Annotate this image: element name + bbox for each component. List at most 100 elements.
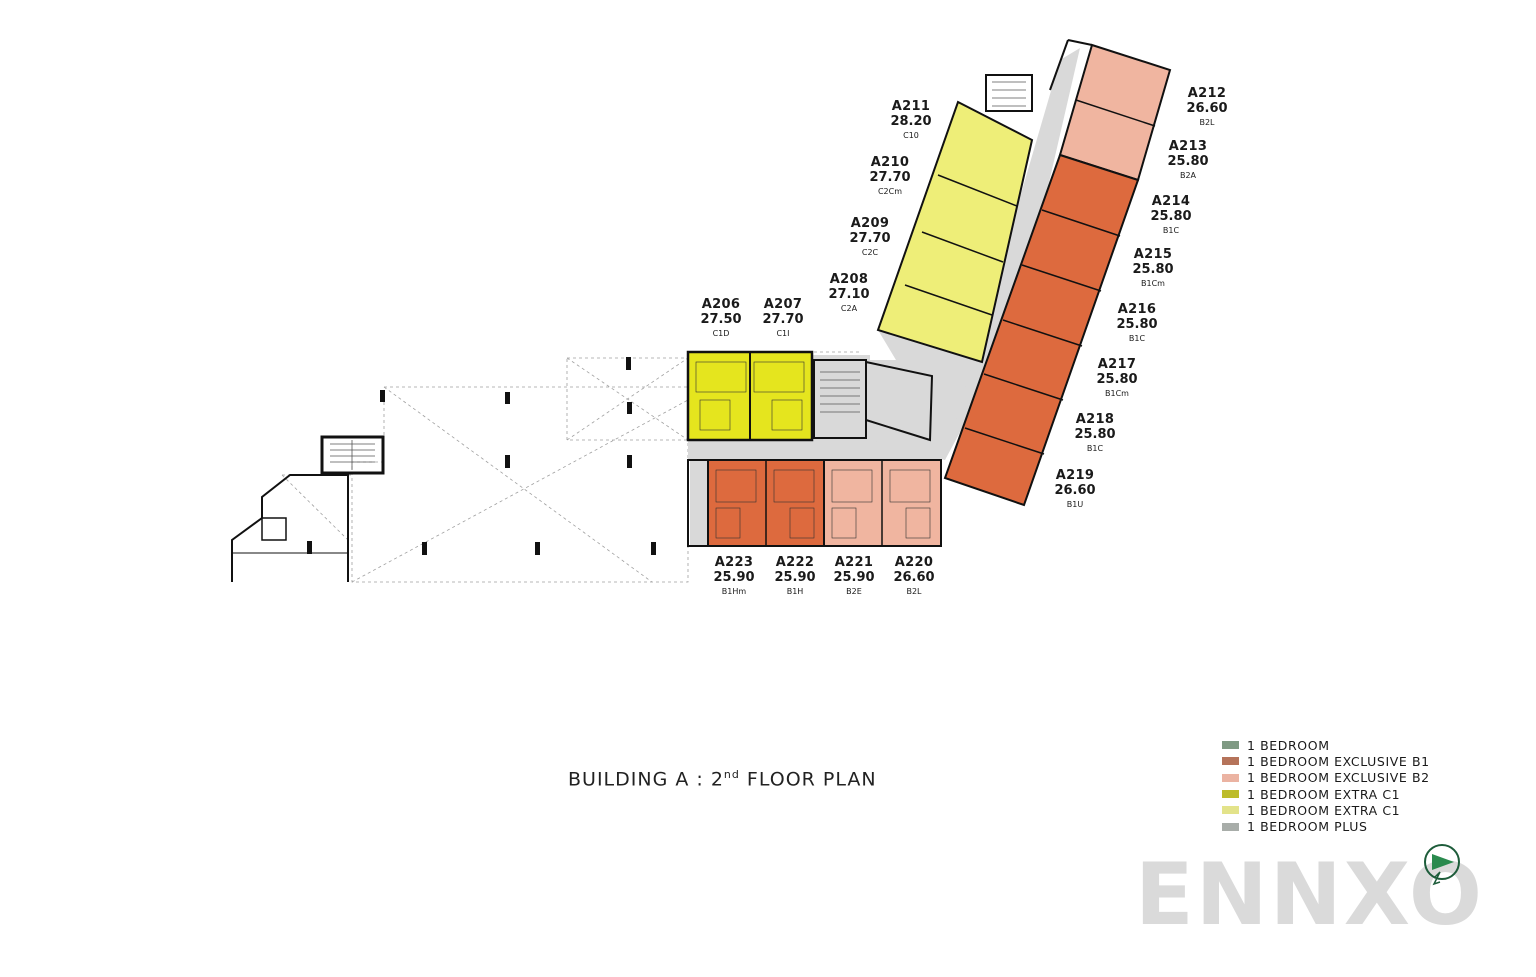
stair-treads bbox=[820, 81, 1026, 413]
unit-label-a212: A212 26.60 B2L bbox=[1162, 86, 1252, 127]
legend: 1 BEDROOM 1 BEDROOM EXCLUSIVE B1 1 BEDRO… bbox=[1222, 737, 1430, 835]
unit-code: A209 bbox=[850, 216, 890, 231]
unit-area: 26.60 bbox=[1186, 100, 1228, 116]
legend-label: 1 BEDROOM PLUS bbox=[1247, 819, 1368, 835]
unit-type: B1C bbox=[1128, 333, 1146, 343]
unit-code: A220 bbox=[894, 555, 934, 570]
unit-area: 25.80 bbox=[1096, 371, 1138, 387]
unit-label-a220: A220 26.60 B2L bbox=[869, 555, 959, 596]
legend-label: 1 BEDROOM EXTRA C1 bbox=[1247, 802, 1401, 818]
unit-code: A218 bbox=[1075, 412, 1115, 427]
unit-type: C2C bbox=[861, 247, 879, 257]
lift-core bbox=[813, 39, 1093, 442]
legend-swatch bbox=[1222, 757, 1239, 766]
interior-partitions bbox=[695, 361, 931, 539]
units-b1-tower bbox=[943, 153, 1140, 507]
structural-columns bbox=[307, 357, 656, 555]
unit-label-a223: A223 25.90 B1Hm bbox=[689, 555, 779, 596]
unit-label-a207: A207 27.70 C1I bbox=[738, 297, 828, 338]
unit-label-a218: A218 25.80 B1C bbox=[1050, 412, 1140, 453]
unit-type: C2A bbox=[840, 303, 858, 313]
unit-area: 25.80 bbox=[1074, 426, 1116, 442]
plan-title-prefix: BUILDING A : 2 bbox=[568, 768, 724, 791]
unit-type: B1Hm bbox=[721, 586, 747, 596]
legend-label: 1 BEDROOM bbox=[1247, 737, 1330, 753]
plan-title: BUILDING A : 2nd FLOOR PLAN bbox=[568, 768, 877, 790]
units-c1-pale bbox=[876, 100, 1034, 364]
unit-area: 25.80 bbox=[1167, 153, 1209, 169]
unit-label-a222: A222 25.90 B1H bbox=[750, 555, 840, 596]
plan-title-suffix: FLOOR PLAN bbox=[739, 768, 877, 791]
legend-swatch bbox=[1222, 806, 1239, 815]
north-arrow-icon bbox=[1424, 844, 1460, 886]
legend-swatch bbox=[1222, 822, 1239, 831]
bottom-left-wall bbox=[687, 459, 709, 547]
legend-swatch bbox=[1222, 773, 1239, 782]
unit-area: 25.80 bbox=[1132, 261, 1174, 277]
unit-label-a213: A213 25.80 B2A bbox=[1143, 139, 1233, 180]
legend-label: 1 BEDROOM EXCLUSIVE B2 bbox=[1247, 770, 1430, 786]
unit-label-a209: A209 27.70 C2C bbox=[825, 216, 915, 257]
legend-item: 1 BEDROOM EXTRA C1 bbox=[1222, 802, 1430, 818]
unit-type: B2L bbox=[1199, 117, 1215, 127]
unit-type: B1C bbox=[1162, 225, 1180, 235]
legend-item: 1 BEDROOM PLUS bbox=[1222, 818, 1430, 834]
unit-type: B1Cm bbox=[1141, 278, 1165, 288]
unit-area: 25.90 bbox=[833, 569, 875, 585]
unit-label-a206: A206 27.50 C1D bbox=[676, 297, 766, 338]
unit-type: B1Cm bbox=[1105, 388, 1129, 398]
unit-area: 25.80 bbox=[1116, 316, 1158, 332]
unit-code: A207 bbox=[763, 297, 803, 312]
unit-label-a215: A215 25.80 B1Cm bbox=[1108, 247, 1198, 288]
unit-area: 27.50 bbox=[700, 311, 742, 327]
unit-code: A215 bbox=[1133, 247, 1173, 262]
unit-area: 25.90 bbox=[713, 569, 755, 585]
units-b1-bottom bbox=[707, 459, 825, 547]
unit-label-a219: A219 26.60 B1U bbox=[1030, 468, 1120, 509]
unit-code: A216 bbox=[1117, 302, 1157, 317]
unit-code: A221 bbox=[834, 555, 874, 570]
unit-code: A222 bbox=[775, 555, 815, 570]
unit-type: B2E bbox=[846, 586, 862, 596]
legend-label: 1 BEDROOM EXTRA C1 bbox=[1247, 786, 1401, 802]
unit-area: 27.70 bbox=[849, 230, 891, 246]
unit-area: 27.70 bbox=[869, 169, 911, 185]
unit-type: B2L bbox=[906, 586, 922, 596]
legend-item: 1 BEDROOM EXCLUSIVE B2 bbox=[1222, 770, 1430, 786]
left-service-block bbox=[231, 435, 385, 582]
watermark: ENNXO bbox=[1135, 845, 1485, 945]
legend-item: 1 BEDROOM EXCLUSIVE B1 bbox=[1222, 753, 1430, 769]
unit-code: A217 bbox=[1097, 357, 1137, 372]
unit-area: 28.20 bbox=[890, 113, 932, 129]
unit-area: 27.10 bbox=[828, 286, 870, 302]
unit-type: C1I bbox=[776, 328, 790, 338]
unit-code: A208 bbox=[829, 272, 869, 287]
left-stair bbox=[330, 440, 375, 470]
unit-code: A214 bbox=[1151, 194, 1191, 209]
legend-label: 1 BEDROOM EXCLUSIVE B1 bbox=[1247, 753, 1430, 769]
units-c1-bright bbox=[686, 350, 814, 442]
unit-label-a211: A211 28.20 C10 bbox=[866, 99, 956, 140]
unit-type: C10 bbox=[903, 130, 919, 140]
legend-swatch bbox=[1222, 790, 1239, 799]
unit-code: A210 bbox=[870, 155, 910, 170]
unit-area: 25.80 bbox=[1150, 208, 1192, 224]
unit-type: B2A bbox=[1179, 170, 1197, 180]
unit-label-a216: A216 25.80 B1C bbox=[1092, 302, 1182, 343]
unit-label-a217: A217 25.80 B1Cm bbox=[1072, 357, 1162, 398]
legend-item: 1 BEDROOM bbox=[1222, 737, 1430, 753]
unit-label-a208: A208 27.10 C2A bbox=[804, 272, 894, 313]
unit-type: B1U bbox=[1066, 499, 1084, 509]
unit-area: 25.90 bbox=[774, 569, 816, 585]
unit-code: A219 bbox=[1055, 468, 1095, 483]
unit-area: 26.60 bbox=[1054, 482, 1096, 498]
unit-type: C1D bbox=[712, 328, 730, 338]
unit-label-a221: A221 25.90 B2E bbox=[809, 555, 899, 596]
plan-title-sup: nd bbox=[723, 768, 740, 781]
units-b2-bottom bbox=[823, 459, 942, 547]
unit-type: B1H bbox=[786, 586, 804, 596]
legend-item: 1 BEDROOM EXTRA C1 bbox=[1222, 786, 1430, 802]
unit-code: A206 bbox=[701, 297, 741, 312]
legend-swatch bbox=[1222, 741, 1239, 750]
